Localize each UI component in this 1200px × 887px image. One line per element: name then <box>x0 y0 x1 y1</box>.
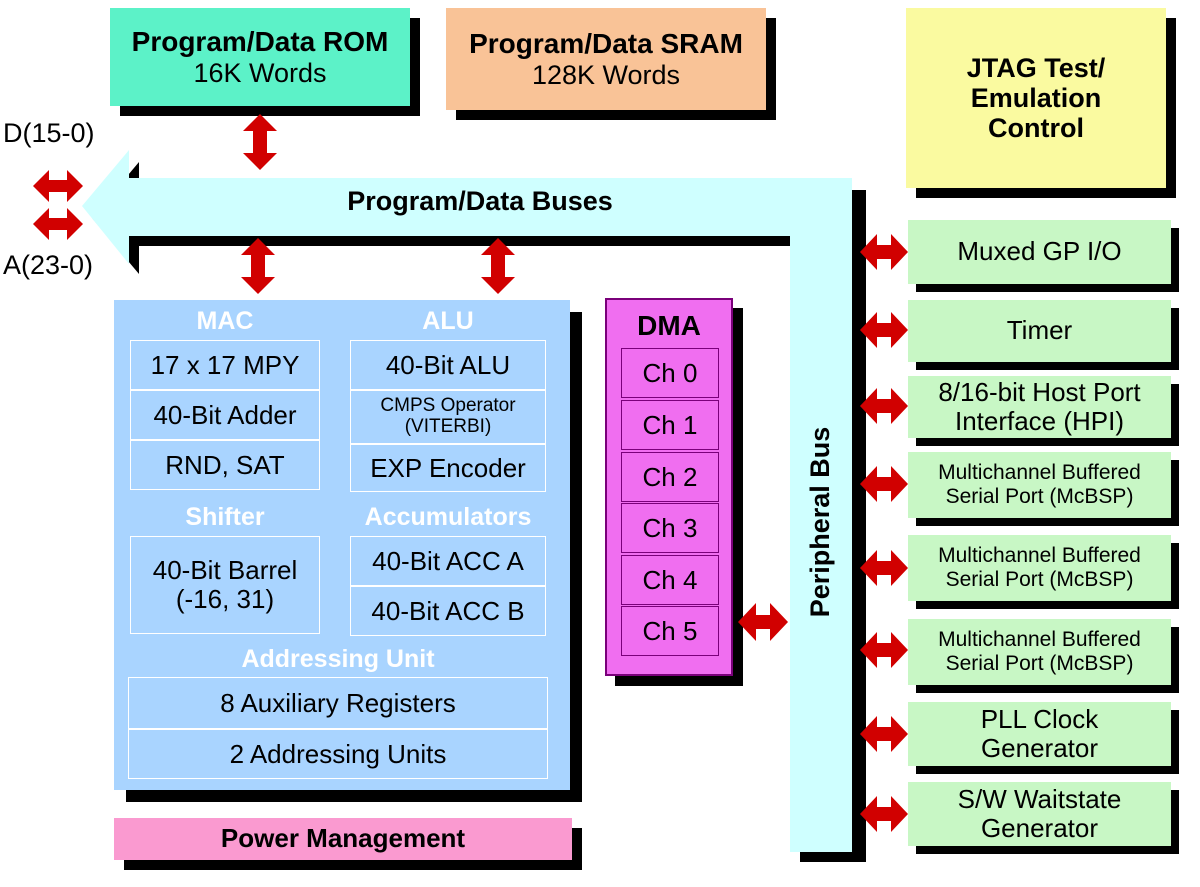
acc-a-cell: 40-Bit ACC A <box>350 536 546 586</box>
sram-size: 128K Words <box>531 59 681 90</box>
program-data-sram-block: Program/Data SRAM 128K Words <box>446 8 766 110</box>
peripheral-pll-clock-line-1: PLL Clock <box>980 703 1099 734</box>
peripheral-mcbsp-1-line-2: Serial Port (McBSP) <box>945 568 1134 591</box>
peripheral-sw-waitstate-line-1: S/W Waitstate <box>957 783 1122 814</box>
peripheral-timer: Timer <box>908 300 1171 362</box>
mac-bus-arrow <box>241 238 275 294</box>
peripheral-hpi: 8/16-bit Host Port Interface (HPI) <box>908 376 1171 438</box>
mac-rnd-sat-cell: RND, SAT <box>130 440 320 490</box>
program-data-rom-block: Program/Data ROM 16K Words <box>110 8 410 106</box>
peripheral-pll-clock-line-2: Generator <box>980 733 1099 763</box>
alu-exp-encoder-cell: EXP Encoder <box>350 444 546 492</box>
mac-adder-text: 40-Bit Adder <box>153 399 297 430</box>
jtag-line-3: Control <box>988 113 1084 144</box>
aux-registers-cell: 8 Auxiliary Registers <box>128 677 548 729</box>
dma-channel-5: Ch 5 <box>621 606 719 656</box>
mcbsp-2-bus-arrow <box>860 632 908 668</box>
power-management-block: Power Management <box>114 818 572 860</box>
shifter-range-text: (-16, 31) <box>175 584 275 614</box>
rom-title: Program/Data ROM <box>131 26 389 58</box>
mac-rnd-sat-text: RND, SAT <box>165 449 285 480</box>
peripheral-mcbsp-2: Multichannel Buffered Serial Port (McBSP… <box>908 619 1171 685</box>
alu-bus-arrow <box>481 238 515 294</box>
mac-mpy-cell: 17 x 17 MPY <box>130 340 320 390</box>
jtag-block: JTAG Test/ Emulation Control <box>906 8 1166 188</box>
peripheral-hpi-line-1: 8/16-bit Host Port <box>938 376 1141 407</box>
peripheral-mcbsp-1-line-1: Multichannel Buffered <box>938 544 1141 568</box>
addressing-units-cell: 2 Addressing Units <box>128 729 548 779</box>
alu-40bit-cell: 40-Bit ALU <box>350 340 546 390</box>
cpu-core-block: MAC 17 x 17 MPY 40-Bit Adder RND, SAT AL… <box>114 300 570 790</box>
dma-channel-1: Ch 1 <box>621 400 719 450</box>
mac-adder-cell: 40-Bit Adder <box>130 390 320 440</box>
peripheral-mcbsp-0-line-1: Multichannel Buffered <box>938 461 1141 485</box>
peripheral-mcbsp-2-line-2: Serial Port (McBSP) <box>945 652 1134 675</box>
alu-exp-encoder-text: EXP Encoder <box>370 452 526 483</box>
addressing-unit-header: Addressing Unit <box>241 645 435 673</box>
dma-channel-4: Ch 4 <box>621 555 719 605</box>
alu-40bit-text: 40-Bit ALU <box>385 349 511 380</box>
dma-channel-0: Ch 0 <box>621 348 719 398</box>
acc-b-text: 40-Bit ACC B <box>371 595 525 626</box>
sram-title: Program/Data SRAM <box>469 28 743 60</box>
hpi-bus-arrow <box>860 388 908 424</box>
gpio-bus-arrow <box>860 234 908 270</box>
address-bus-pin-label: A(23-0) <box>3 250 94 280</box>
dma-block: DMA Ch 0 Ch 1 Ch 2 Ch 3 Ch 4 Ch 5 <box>605 298 733 676</box>
peripheral-sw-waitstate-line-2: Generator <box>980 813 1099 843</box>
peripheral-mcbsp-2-line-1: Multichannel Buffered <box>938 628 1141 652</box>
peripheral-bus-label: Peripheral Bus <box>805 426 835 618</box>
dma-channel-2-label: Ch 2 <box>642 461 698 492</box>
peripheral-pll-clock: PLL Clock Generator <box>908 702 1171 766</box>
alu-cmps-cell: CMPS Operator (VITERBI) <box>350 390 546 444</box>
dma-channel-1-label: Ch 1 <box>642 409 698 440</box>
dma-header: DMA <box>637 310 701 341</box>
jtag-line-2: Emulation <box>970 82 1102 113</box>
mac-mpy-text: 17 x 17 MPY <box>150 349 300 380</box>
peripheral-timer-line-1: Timer <box>1006 315 1073 346</box>
addressing-units-text: 2 Addressing Units <box>229 738 447 769</box>
peripheral-muxed-gpio: Muxed GP I/O <box>908 220 1171 284</box>
peripheral-mcbsp-1: Multichannel Buffered Serial Port (McBSP… <box>908 535 1171 601</box>
mcbsp-0-bus-arrow <box>860 466 908 502</box>
peripheral-mcbsp-0: Multichannel Buffered Serial Port (McBSP… <box>908 452 1171 518</box>
dma-channel-2: Ch 2 <box>621 452 719 502</box>
dma-channel-3: Ch 3 <box>621 503 719 553</box>
acc-b-cell: 40-Bit ACC B <box>350 586 546 636</box>
program-data-buses-label: Program/Data Buses <box>347 186 613 216</box>
power-management-label: Power Management <box>220 823 466 854</box>
dma-channel-3-label: Ch 3 <box>642 512 698 543</box>
mcbsp-1-bus-arrow <box>860 550 908 586</box>
data-pin-arrow <box>33 170 83 202</box>
shifter-barrel-text: 40-Bit Barrel <box>152 555 298 586</box>
shifter-header: Shifter <box>185 503 265 531</box>
shifter-barrel-cell: 40-Bit Barrel (-16, 31) <box>130 536 320 634</box>
alu-header: ALU <box>422 307 474 335</box>
dma-channel-0-label: Ch 0 <box>642 357 698 388</box>
peripheral-sw-waitstate: S/W Waitstate Generator <box>908 782 1171 846</box>
waitstate-bus-arrow <box>860 796 908 832</box>
pll-bus-arrow <box>860 716 908 752</box>
aux-registers-text: 8 Auxiliary Registers <box>220 687 456 718</box>
peripheral-muxed-gpio-line-1: Muxed GP I/O <box>957 236 1122 267</box>
alu-viterbi-text: (VITERBI) <box>404 416 492 437</box>
timer-bus-arrow <box>860 312 908 348</box>
dma-channel-5-label: Ch 5 <box>642 615 698 646</box>
peripheral-mcbsp-0-line-2: Serial Port (McBSP) <box>945 485 1134 508</box>
dma-bus-arrow <box>738 603 788 641</box>
rom-bus-arrow <box>243 114 277 170</box>
rom-size: 16K Words <box>193 57 327 88</box>
mac-header: MAC <box>196 307 254 335</box>
accumulators-header: Accumulators <box>364 503 532 531</box>
alu-cmps-text: CMPS Operator <box>380 395 516 417</box>
dma-channel-4-label: Ch 4 <box>642 564 698 595</box>
acc-a-text: 40-Bit ACC A <box>372 545 524 576</box>
address-pin-arrow <box>33 208 83 240</box>
jtag-line-1: JTAG Test/ <box>966 52 1106 83</box>
peripheral-hpi-line-2: Interface (HPI) <box>954 406 1125 436</box>
data-bus-pin-label: D(15-0) <box>3 118 95 148</box>
